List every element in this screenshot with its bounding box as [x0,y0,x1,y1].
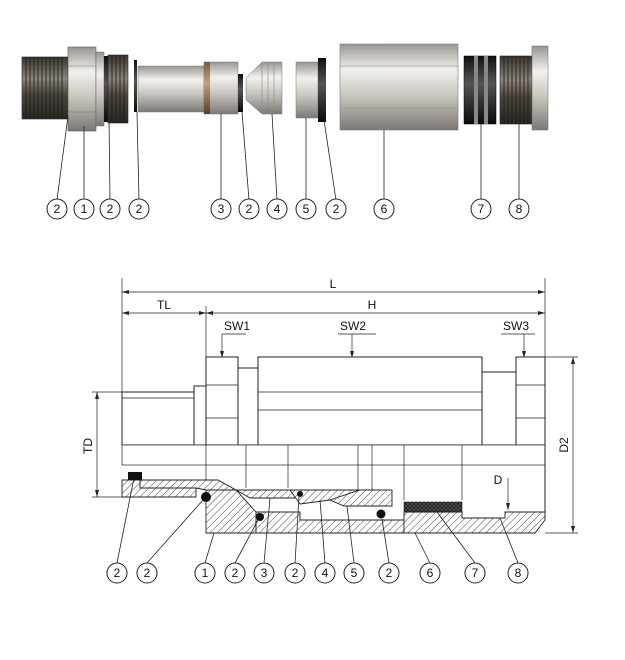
exploded-leaders [56,111,520,201]
callout: 2 [378,562,400,584]
svg-text:SW1: SW1 [224,319,250,333]
o-ring-section [201,492,211,502]
svg-text:2: 2 [333,202,340,216]
callout: 2 [325,198,347,220]
svg-text:1: 1 [81,202,88,216]
dimension-D2: D2 [545,356,578,534]
callout: 3 [210,198,232,220]
svg-text:2: 2 [144,566,151,580]
exploded-callouts: 2 1 2 2 3 2 4 5 2 6 7 8 [46,198,530,220]
dimension-D: D [494,473,510,510]
o-ring-section [128,472,142,480]
dimension-TD: TD [81,391,122,498]
callout: 2 [284,562,306,584]
threaded-end-2 [107,54,129,124]
svg-text:1: 1 [202,566,209,580]
part-8-end [499,45,549,131]
o-ring-2c [238,74,243,112]
part-7-seal-section [403,501,463,513]
section-view: L TL H SW1 SW2 [81,277,578,584]
part-4-cone [245,61,283,115]
callout: 7 [470,198,492,220]
callout: 8 [507,562,529,584]
section-leaders [116,477,519,564]
lower-section [121,444,546,534]
dimension-TL: TL [122,298,207,360]
svg-text:L: L [330,277,337,291]
part-6-body [339,43,459,131]
callout: 5 [343,562,365,584]
svg-text:2: 2 [107,202,114,216]
dimension-L: L [121,277,546,392]
callout: 6 [419,562,441,584]
callout: 6 [373,198,395,220]
part-7-seal [463,55,497,125]
svg-text:7: 7 [472,566,479,580]
callout: 2 [238,198,260,220]
svg-text:8: 8 [516,202,523,216]
part-3-sleeve [137,61,239,115]
svg-text:4: 4 [274,202,281,216]
svg-text:2: 2 [114,566,121,580]
svg-text:6: 6 [427,566,434,580]
svg-text:2: 2 [386,566,393,580]
callout: 8 [508,198,530,220]
svg-text:TL: TL [157,298,171,312]
svg-text:2: 2 [232,566,239,580]
callout: 2 [136,562,158,584]
label-SW3: SW3 [501,319,535,358]
svg-text:4: 4 [322,566,329,580]
callout: 2 [128,198,150,220]
callout: 2 [224,562,246,584]
callout: 4 [314,562,336,584]
o-ring-2b [134,60,137,112]
callout: 2 [106,562,128,584]
callout: 2 [46,198,68,220]
part-5-ring [295,61,319,119]
svg-text:2: 2 [54,202,61,216]
part-1-hex-body [67,46,105,132]
part-8-section [403,511,546,534]
exploded-view: 2 1 2 2 3 2 4 5 2 6 7 8 [21,43,549,220]
callout: 4 [266,198,288,220]
section-callouts: 2 2 1 2 3 2 4 5 2 6 7 8 [106,562,529,584]
o-ring-section [256,513,264,521]
svg-text:6: 6 [381,202,388,216]
callout: 3 [253,562,275,584]
callout: 7 [464,562,486,584]
svg-text:5: 5 [303,202,310,216]
label-SW2: SW2 [338,319,376,358]
svg-text:TD: TD [81,438,95,454]
part-3-section [139,479,301,499]
svg-text:3: 3 [261,566,268,580]
svg-text:5: 5 [351,566,358,580]
o-ring-section [376,509,386,519]
svg-text:3: 3 [218,202,225,216]
callout: 1 [194,562,216,584]
callout: 1 [73,198,95,220]
svg-text:SW2: SW2 [340,319,366,333]
part-5-section [328,489,393,507]
svg-text:D2: D2 [557,437,571,453]
dimension-H: H [206,298,545,315]
svg-text:2: 2 [292,566,299,580]
label-SW1: SW1 [220,319,250,358]
svg-text:D: D [494,473,503,487]
svg-text:H: H [368,298,377,312]
svg-text:8: 8 [515,566,522,580]
upper-outline [121,356,546,446]
threaded-end-left [21,56,69,120]
callout: 2 [99,198,121,220]
o-ring-section [297,491,303,497]
o-ring-2d [318,58,326,122]
svg-text:2: 2 [136,202,143,216]
svg-text:7: 7 [478,202,485,216]
o-ring-2a [104,56,108,122]
svg-text:SW3: SW3 [503,319,529,333]
svg-text:2: 2 [246,202,253,216]
callout: 5 [295,198,317,220]
